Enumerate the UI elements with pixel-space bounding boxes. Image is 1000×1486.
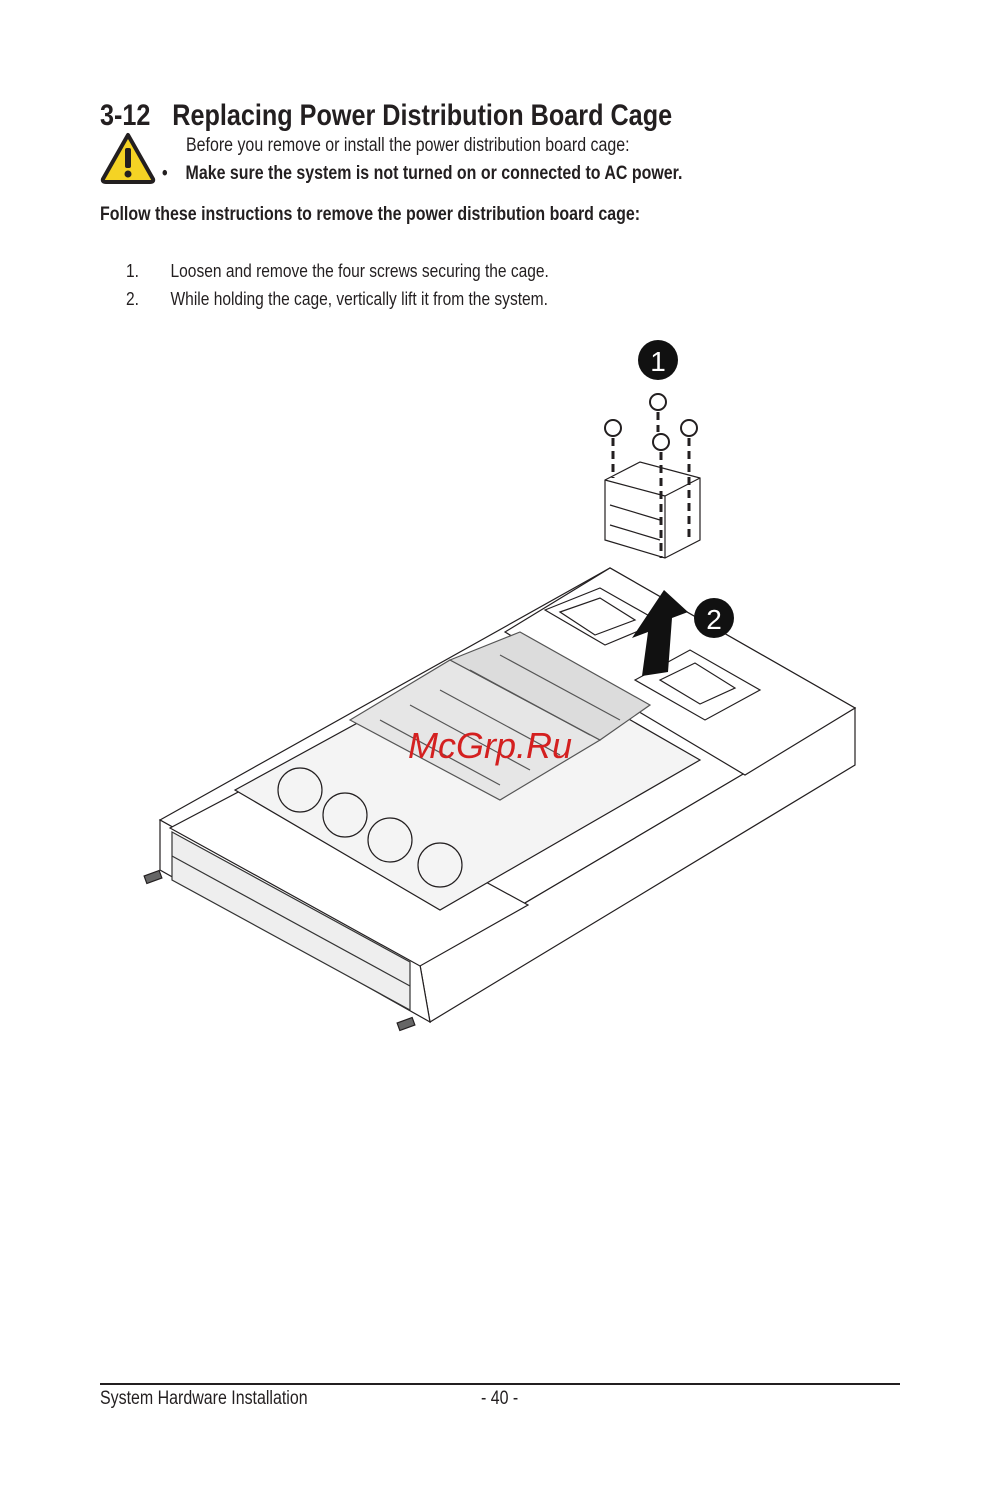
memory-modules [348, 631, 652, 801]
pdb-cage [604, 461, 701, 559]
caution-text: Make sure the system is not turned on or… [185, 163, 683, 184]
handle-screws [143, 869, 416, 1032]
page-number: - 40 - [481, 1388, 519, 1409]
bullet: • [162, 163, 168, 184]
step-text: While holding the cage, vertically lift … [170, 288, 548, 309]
step-number: 1. [126, 260, 139, 281]
step-item: 2. While holding the cage, vertically lif… [126, 288, 548, 310]
screw-icons [604, 393, 698, 558]
section-number: 3-12 [100, 99, 151, 132]
caution-intro: Before you remove or install the power d… [186, 135, 630, 156]
step-text: Loosen and remove the four screws securi… [170, 260, 549, 281]
section-title: 3-12 Replacing Power Distribution Board C… [100, 99, 672, 133]
server-chassis-illustration: 1 2 McGrp.Ru [143, 340, 857, 1032]
instructions-heading: Follow these instructions to remove the … [100, 204, 641, 225]
warning-triangle-icon [100, 133, 156, 184]
callout-2-label: 2 [706, 604, 722, 635]
watermark: McGrp.Ru [408, 725, 572, 766]
footer-divider [100, 1383, 900, 1385]
drive-bays [171, 830, 411, 1012]
callout-1: 1 [638, 340, 678, 380]
section-title-text: Replacing Power Distribution Board Cage [172, 99, 673, 132]
caution-item: • Make sure the system is not turned on o… [162, 163, 682, 185]
fans [277, 767, 463, 888]
lift-arrow-icon [632, 590, 688, 676]
step-number: 2. [126, 288, 139, 309]
footer-chapter: System Hardware Installation [100, 1388, 308, 1409]
step-item: 1. Loosen and remove the four screws secu… [126, 260, 549, 282]
callout-1-label: 1 [650, 346, 666, 377]
callout-2: 2 [694, 598, 734, 638]
